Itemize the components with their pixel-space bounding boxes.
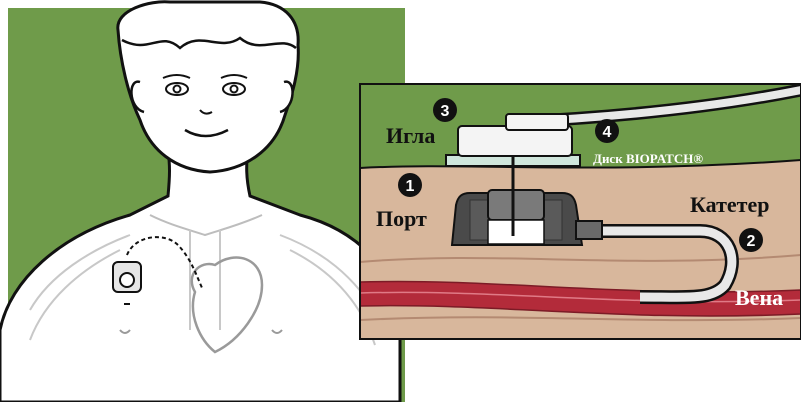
label-needle: Игла [386,123,435,148]
cross-section-inset: 3 4 1 2 Игла Диск BIOPATCH® Порт Катетер… [360,84,801,339]
needle-hub-top [506,114,568,130]
port-septum [488,190,544,220]
marker-port-number: 1 [406,178,415,195]
marker-catheter: 2 [739,228,763,252]
port-outlet [576,221,602,239]
marker-biopatch: 4 [595,119,619,143]
marker-port: 1 [398,173,422,197]
child-illustration [0,2,405,402]
port-reservoir [488,220,544,244]
label-vein: Вена [735,285,783,310]
label-catheter: Катетер [690,192,769,217]
marker-biopatch-number: 4 [603,124,612,141]
marker-needle-number: 3 [441,103,450,120]
label-biopatch: Диск BIOPATCH® [593,151,703,166]
label-port: Порт [376,206,427,231]
marker-needle: 3 [433,98,457,122]
chest-port-septum [120,273,134,287]
marker-catheter-number: 2 [747,233,756,250]
